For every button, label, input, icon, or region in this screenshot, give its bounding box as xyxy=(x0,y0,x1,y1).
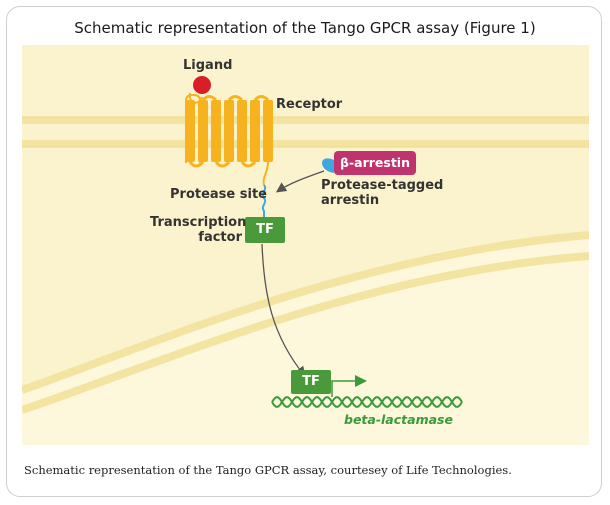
tf-box-nucleus xyxy=(291,370,331,394)
diagram-canvas xyxy=(22,76,589,445)
cell-membrane xyxy=(22,116,589,148)
dna-helix xyxy=(271,396,463,408)
tf-box-nucleus-label: TF xyxy=(302,374,320,389)
protease-tagged-arrestin xyxy=(322,151,416,175)
receptor-label: Receptor xyxy=(276,97,343,112)
ligand-label: Ligand xyxy=(183,58,233,73)
transcription-start-arrow xyxy=(331,375,367,397)
beta-arrestin-label: β-arrestin xyxy=(340,155,410,170)
translocation-arrow xyxy=(261,243,306,378)
transcription-factor-label-line1: Transcription xyxy=(150,215,247,230)
figure-caption: Schematic representation of the Tango GP… xyxy=(24,463,512,477)
cleavage-arrow xyxy=(275,170,325,193)
protease-tagged-label-line2: arrestin xyxy=(321,193,380,208)
transcription-factor-label: Transcription factor xyxy=(150,215,247,245)
protease-tagged-label-line1: Protease-tagged xyxy=(321,178,444,193)
protease-site-label: Protease site xyxy=(170,187,267,202)
protease-tagged-arrestin-label: Protease-tagged arrestin xyxy=(321,178,443,208)
gene-label: beta-lactamase xyxy=(344,412,453,427)
tf-box-membrane-label: TF xyxy=(256,222,274,237)
protease-site-linker xyxy=(261,184,267,217)
nucleus xyxy=(22,231,589,445)
gpcr-receptor xyxy=(185,94,273,186)
figure-title: Schematic representation of the Tango GP… xyxy=(74,19,536,37)
diagram-panel: Ligand Receptor Protease site Transcript… xyxy=(22,45,589,445)
tf-box-membrane xyxy=(245,217,285,243)
transcription-factor-label-line2: factor xyxy=(198,230,242,245)
